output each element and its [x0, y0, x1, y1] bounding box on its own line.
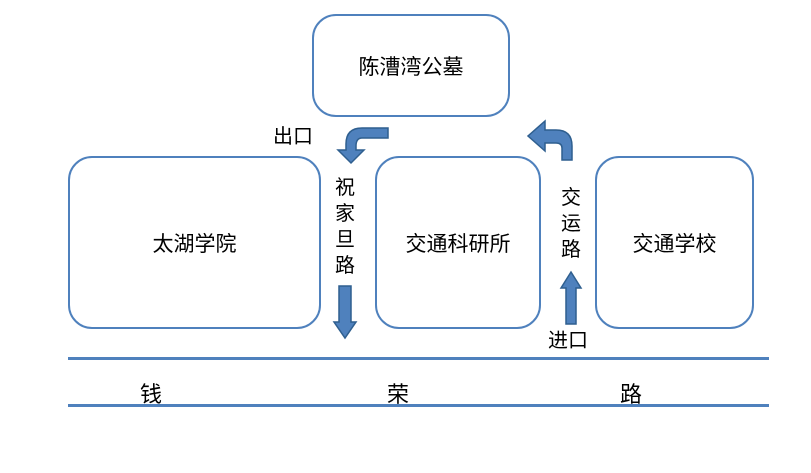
chencaowan-cemetery-label: 陈漕湾公墓 [358, 54, 464, 79]
exit-label: 出口 [273, 124, 313, 148]
qianrong-road-char-2: 荣 [387, 383, 410, 408]
traffic-school-box: 交通学校 [595, 156, 754, 329]
qianrong-road-char-1: 钱 [140, 383, 163, 408]
jiaoyun-road-label: 交 运 路 [558, 184, 584, 262]
qianrong-road-bottom-line [68, 404, 769, 407]
qianrong-road-char-3: 路 [620, 383, 643, 408]
traffic-research-institute-box: 交通科研所 [375, 156, 541, 329]
road-char: 交 [561, 185, 581, 209]
road-char: 家 [335, 201, 355, 225]
exit-curved-arrow [336, 127, 389, 165]
zhujiadan-road-label: 祝 家 旦 路 [332, 174, 358, 278]
up-arrow [559, 270, 583, 325]
entrance-label: 进口 [548, 328, 588, 352]
entrance-curved-arrow [526, 119, 573, 161]
taihu-college-box: 太湖学院 [68, 156, 321, 329]
taihu-college-label: 太湖学院 [152, 231, 237, 256]
traffic-school-label: 交通学校 [632, 231, 717, 256]
down-arrow [332, 285, 358, 340]
road-char: 路 [335, 253, 355, 277]
qianrong-road-top-line [68, 357, 769, 360]
road-char: 路 [561, 237, 581, 261]
road-char: 旦 [335, 227, 355, 251]
traffic-research-institute-label: 交通科研所 [405, 231, 511, 256]
chencaowan-cemetery-box: 陈漕湾公墓 [312, 14, 510, 117]
road-char: 祝 [335, 175, 355, 199]
road-char: 运 [561, 211, 581, 235]
